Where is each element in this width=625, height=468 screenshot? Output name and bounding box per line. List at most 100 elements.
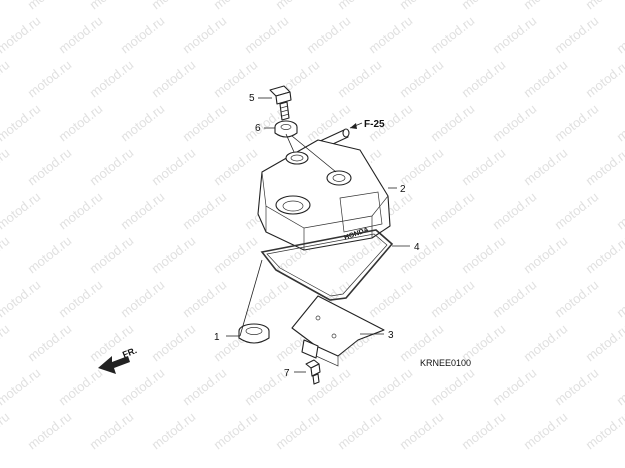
washer-part [274,120,298,138]
watermark-text: motod.ru [56,101,106,144]
watermark-text: motod.ru [552,13,602,56]
callout-5: 5 [249,93,255,104]
head-cover-part: HONDA [257,139,391,251]
watermark-text: motod.ru [583,0,625,12]
watermark-text: motod.ru [366,13,416,56]
callout-1: 1 [214,332,220,343]
watermark-text: motod.ru [583,145,625,188]
watermark-text: motod.ru [0,145,12,188]
watermark-text: motod.ru [366,365,416,408]
callout-6: 6 [255,123,261,134]
watermark-text: motod.ru [335,0,385,12]
watermark-text: motod.ru [397,57,447,100]
watermark-text: motod.ru [614,189,625,232]
watermark-text: motod.ru [335,409,385,452]
watermark-text: motod.ru [0,233,12,276]
watermark-text: motod.ru [149,57,199,100]
leader-lines [226,97,410,373]
watermark-text: motod.ru [459,145,509,188]
bracket-part [291,295,385,367]
watermark-text: motod.ru [583,321,625,364]
watermark-text: motod.ru [0,0,12,12]
watermark-text: motod.ru [0,101,43,144]
watermark-text: motod.ru [25,233,75,276]
watermark-text: motod.ru [87,233,137,276]
watermark-text: motod.ru [521,409,571,452]
watermark-text: motod.ru [25,321,75,364]
watermark-text: motod.ru [87,145,137,188]
bolt-part [269,85,292,121]
watermark-text: motod.ru [490,189,540,232]
watermark-text: motod.ru [149,145,199,188]
watermark-text: motod.ru [56,277,106,320]
watermark-text: motod.ru [211,145,261,188]
watermark-text: motod.ru [490,101,540,144]
watermark-text: motod.ru [490,13,540,56]
watermark-text: motod.ru [397,0,447,12]
watermark-text: motod.ru [521,0,571,12]
watermark-text: motod.ru [118,13,168,56]
watermark-text: motod.ru [428,101,478,144]
watermark-text: motod.ru [552,101,602,144]
watermark-text: motod.ru [459,0,509,12]
watermark-text: motod.ru [180,189,230,232]
watermark-text: motod.ru [242,13,292,56]
watermark-text: motod.ru [366,277,416,320]
watermark-text: motod.ru [87,409,137,452]
watermark-text: motod.ru [490,277,540,320]
watermark-text: motod.ru [180,365,230,408]
watermark-text: motod.ru [521,233,571,276]
watermark-text: motod.ru [552,189,602,232]
watermark-text: motod.ru [118,277,168,320]
watermark-text: motod.ru [614,13,625,56]
watermark-text: motod.ru [25,409,75,452]
watermark-text: motod.ru [180,13,230,56]
watermark-text: motod.ru [0,277,43,320]
watermark-text: motod.ru [490,365,540,408]
watermark-text: motod.ru [0,365,43,408]
diagram-code: KRNEE0100 [420,358,471,368]
watermark-text: motod.ru [428,13,478,56]
watermark-text: motod.ru [428,189,478,232]
watermark-text: motod.ru [25,57,75,100]
callout-7: 7 [284,368,290,379]
watermark-text: motod.ru [273,409,323,452]
callout-3: 3 [388,330,394,341]
watermark-text: motod.ru [0,321,12,364]
watermark-text: motod.ru [459,409,509,452]
watermark-text: motod.ru [211,233,261,276]
watermark-text: motod.ru [583,409,625,452]
watermark-text: motod.ru [428,277,478,320]
watermark-text: motod.ru [180,277,230,320]
watermark-text: motod.ru [459,233,509,276]
watermark-text: motod.ru [149,0,199,12]
watermark-text: motod.ru [149,321,199,364]
watermark-text: motod.ru [397,233,447,276]
watermark-text: motod.ru [552,277,602,320]
watermark-text: motod.ru [118,101,168,144]
watermark-text: motod.ru [428,365,478,408]
watermark-text: motod.ru [0,409,12,452]
watermark-text: motod.ru [118,189,168,232]
watermark-text: motod.ru [180,101,230,144]
watermark-text: motod.ru [0,189,43,232]
reference-label: F-25 [364,119,385,130]
watermark-text: motod.ru [149,233,199,276]
watermark-text: motod.ru [583,57,625,100]
callout-4: 4 [414,242,420,253]
watermark-text: motod.ru [583,233,625,276]
watermark-text: motod.ru [397,145,447,188]
watermark-text: motod.ru [552,365,602,408]
watermark-text: motod.ru [304,13,354,56]
watermark-text: motod.ru [56,365,106,408]
direction-label: FR. [121,345,138,360]
small-bolt-part [305,359,321,385]
callout-2: 2 [400,184,406,195]
watermark-text: motod.ru [0,57,12,100]
watermark-text: motod.ru [614,277,625,320]
watermark-text: motod.ru [211,0,261,12]
watermark-text: motod.ru [25,0,75,12]
watermark-text: motod.ru [149,409,199,452]
watermark-text: motod.ru [25,145,75,188]
